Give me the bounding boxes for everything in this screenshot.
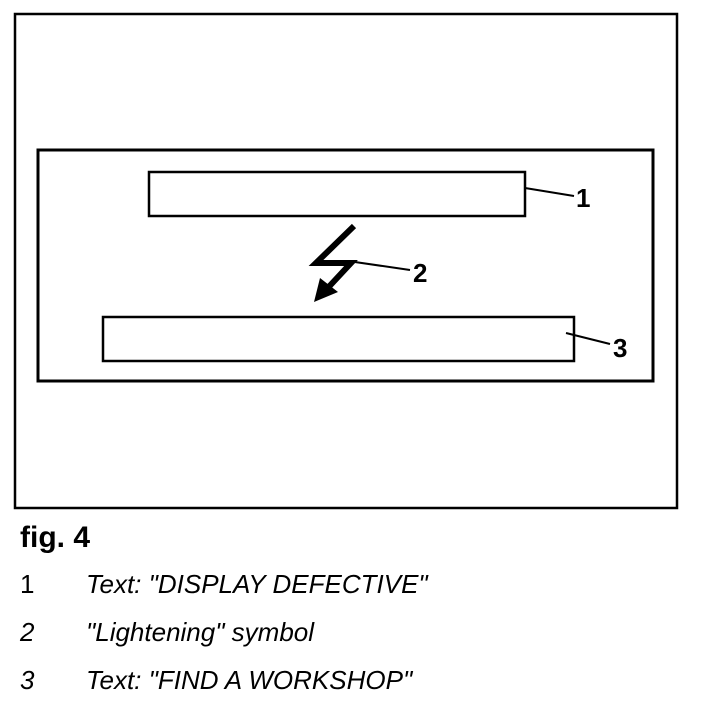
leader-line-1 [524, 187, 575, 197]
outer-frame [13, 12, 679, 510]
lightning-arrow-icon [308, 223, 358, 302]
callout-number-3: 3 [613, 333, 627, 363]
legend-item: 2 "Lightening" symbol [20, 608, 690, 656]
legend-text: Text: "DISPLAY DEFECTIVE" [86, 569, 428, 599]
legend-number: 1 [20, 569, 35, 599]
figure-title: fig. 4 [20, 521, 91, 554]
callout-number-1: 1 [576, 183, 590, 213]
leader-line-2 [347, 260, 411, 271]
display-panel [36, 148, 655, 383]
text-field-display-defective [147, 170, 527, 218]
callout-number-2: 2 [413, 258, 427, 288]
leader-line-3 [565, 332, 611, 345]
legend-item: 1 Text: "DISPLAY DEFECTIVE" [20, 560, 690, 608]
legend-item: 3 Text: "FIND A WORKSHOP" [20, 656, 690, 704]
legend-number: 3 [20, 665, 35, 695]
legend-number: 2 [20, 617, 35, 647]
text-field-find-a-workshop [101, 315, 576, 363]
display-diagram: 1 2 3 [13, 12, 679, 510]
legend-list: 1 Text: "DISPLAY DEFECTIVE" 2 "Lightening"… [20, 560, 690, 704]
legend-text: "Lightening" symbol [86, 617, 315, 647]
legend-text: Text: "FIND A WORKSHOP" [86, 665, 413, 695]
